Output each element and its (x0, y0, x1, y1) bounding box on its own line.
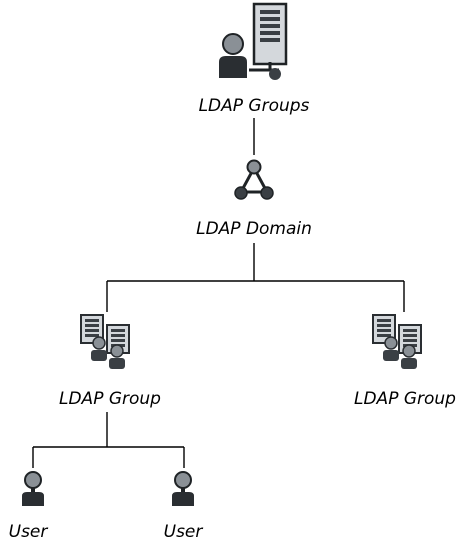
ldap-group-icon[interactable] (372, 314, 422, 370)
node-label-ldap-group-right: LDAP Group (354, 389, 456, 409)
connector-lines (32, 118, 405, 468)
node-label-user-right: User (164, 522, 204, 542)
ldap-group-icon[interactable] (80, 314, 130, 370)
ldap-groups-server-icon[interactable] (219, 2, 288, 80)
node-label-user-left: User (9, 522, 49, 542)
node-label-ldap-group-left: LDAP Group (59, 389, 161, 409)
user-icon[interactable] (22, 471, 44, 506)
ldap-domain-network-icon[interactable] (234, 159, 274, 200)
user-icon[interactable] (172, 471, 194, 506)
node-label-ldap-groups: LDAP Groups (199, 96, 310, 116)
node-label-ldap-domain: LDAP Domain (196, 219, 312, 239)
